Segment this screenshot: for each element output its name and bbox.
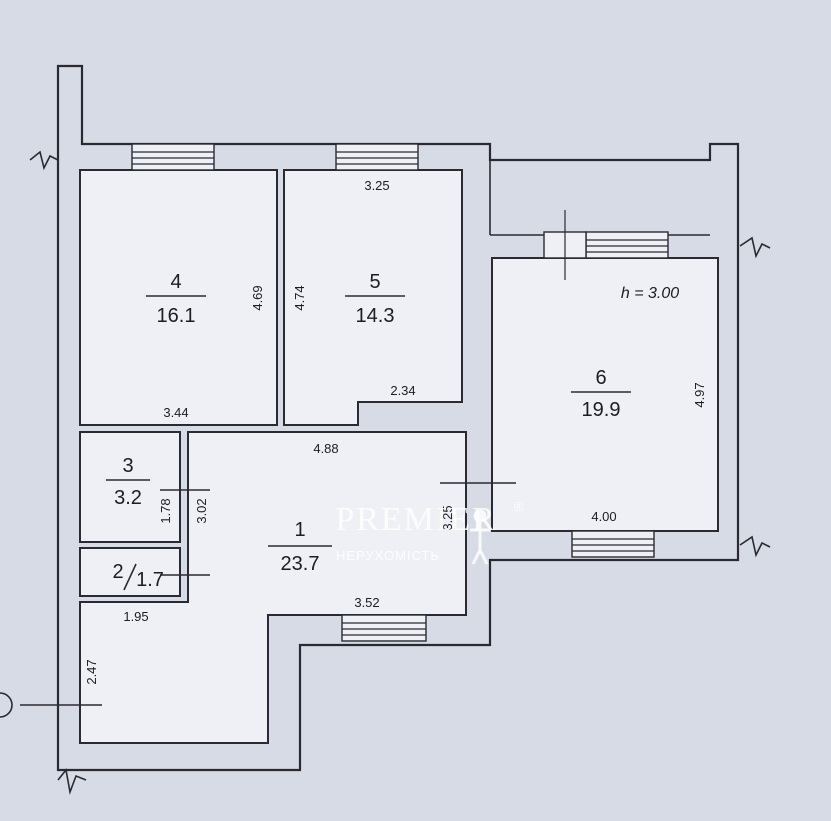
dimension-label: 3.25 bbox=[364, 178, 389, 193]
room-area: 16.1 bbox=[157, 305, 196, 327]
watermark-brand: PREMIER bbox=[335, 501, 496, 538]
room-number: 4 bbox=[170, 271, 181, 293]
dimension-label: 4.97 bbox=[692, 382, 707, 407]
room-1-label: 1 23.7 bbox=[268, 519, 332, 575]
watermark-registered-mark: ® bbox=[514, 499, 525, 514]
window-room-6 bbox=[585, 231, 669, 259]
room-5-outline bbox=[283, 169, 463, 426]
dimension-label: 4.74 bbox=[292, 285, 307, 310]
room-area: 14.3 bbox=[356, 305, 395, 327]
room-area: 19.9 bbox=[582, 399, 621, 421]
dimension-label: 3.02 bbox=[194, 498, 209, 523]
premier-watermark-logo: PREMIER ® НЕРУХОМІСТЬ bbox=[335, 499, 525, 565]
dimension-label: 1.78 bbox=[158, 498, 173, 523]
dimension-label: 3.25 bbox=[440, 505, 455, 530]
room-number: 6 bbox=[595, 367, 606, 389]
room-number: 3 bbox=[122, 455, 133, 477]
break-mark-right-bottom bbox=[739, 535, 771, 558]
watermark-tagline: НЕРУХОМІСТЬ bbox=[336, 548, 440, 563]
axis-marker-circle bbox=[0, 692, 13, 718]
room-6-label: 6 19.9 bbox=[571, 367, 631, 421]
room-1-outline bbox=[79, 431, 467, 744]
window-room-6-bottom bbox=[571, 530, 655, 558]
room-number: 1 bbox=[294, 519, 305, 541]
person-icon bbox=[470, 509, 490, 565]
room-4-outline bbox=[79, 169, 278, 426]
room-2-outline bbox=[79, 547, 181, 597]
dimension-label: 4.00 bbox=[591, 509, 616, 524]
outer-wall bbox=[56, 64, 740, 772]
room-area: 1.7 bbox=[136, 569, 164, 591]
break-mark-right-top bbox=[739, 236, 771, 259]
balcony-door bbox=[543, 210, 587, 280]
dimension-label: 3.52 bbox=[354, 595, 379, 610]
dimension-label: 2.47 bbox=[84, 659, 99, 684]
room-5-label: 5 14.3 bbox=[345, 271, 405, 327]
room-number: 2 bbox=[112, 561, 123, 583]
window-top-middle bbox=[335, 143, 419, 171]
room-3-outline bbox=[79, 431, 181, 543]
dimension-label: 2.34 bbox=[390, 383, 415, 398]
window-top-left bbox=[131, 143, 215, 171]
room-3-label: 3 3.2 bbox=[106, 455, 150, 509]
dimension-label: 1.95 bbox=[123, 609, 148, 624]
room-4-label: 4 16.1 bbox=[146, 271, 206, 327]
break-mark-top-left bbox=[29, 150, 59, 171]
room-area: 23.7 bbox=[281, 553, 320, 575]
room-number: 5 bbox=[369, 271, 380, 293]
room-area: 3.2 bbox=[114, 487, 142, 509]
ceiling-height: h = 3.00 bbox=[621, 285, 679, 302]
dimension-label: 4.88 bbox=[313, 441, 338, 456]
dimension-label: 4.69 bbox=[250, 285, 265, 310]
window-room-1 bbox=[341, 614, 427, 642]
room-6-outline bbox=[491, 257, 719, 532]
dimension-label: 3.44 bbox=[163, 405, 188, 420]
room-2-label: 2 1.7 bbox=[112, 561, 163, 591]
break-mark-bottom-left bbox=[57, 768, 87, 795]
